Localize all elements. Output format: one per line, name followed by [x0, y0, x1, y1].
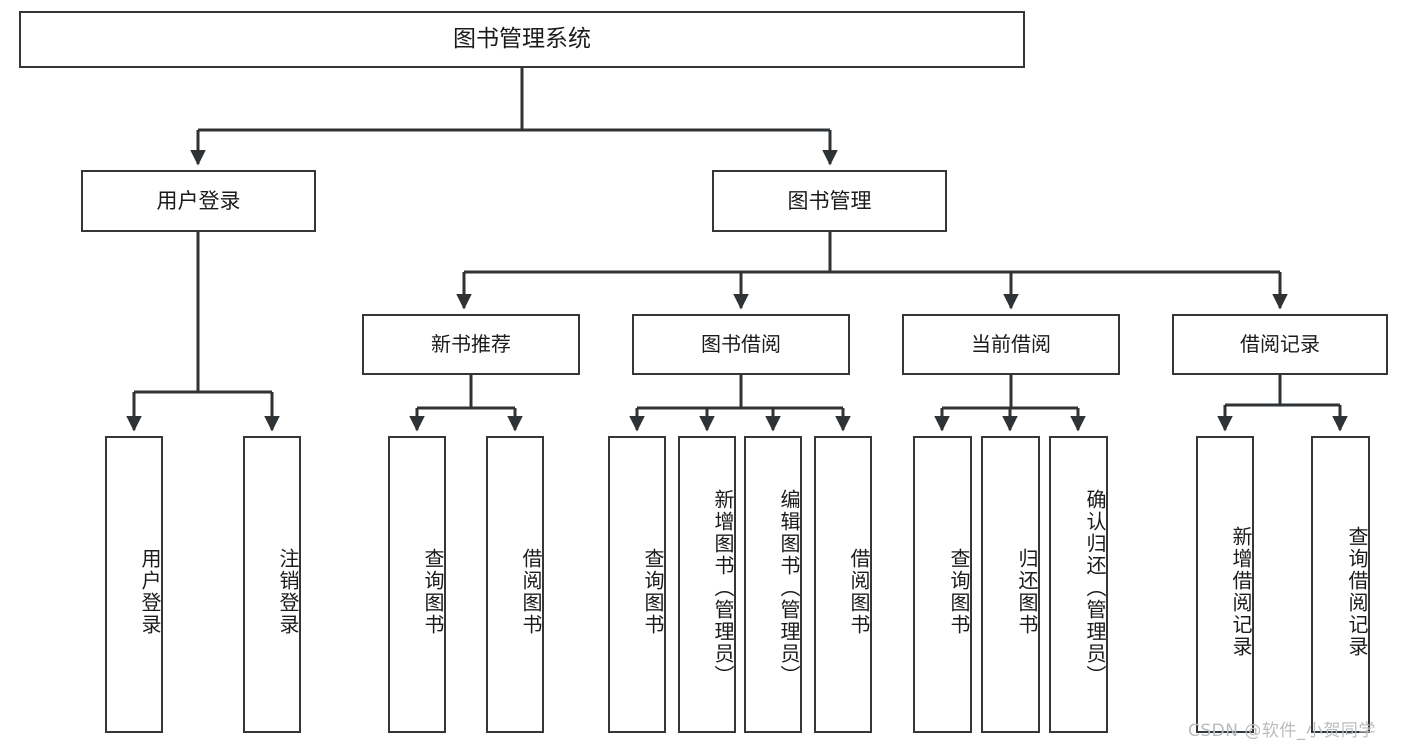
- leaf-nbr-query-book-label: 查询图书: [421, 547, 445, 636]
- leaf-bb-add-book[interactable]: 新增图书（管理员）: [678, 436, 736, 733]
- node-book-manage-label: 图书管理: [787, 188, 872, 213]
- leaf-cb-query-book[interactable]: 查询图书: [913, 436, 972, 733]
- leaf-cb-confirm-return-label: 确认归还（管理员）: [1083, 488, 1107, 687]
- node-root-label: 图书管理系统: [453, 25, 591, 52]
- leaf-bb-edit-book-label: 编辑图书（管理员）: [777, 488, 801, 687]
- node-current-borrow[interactable]: 当前借阅: [902, 314, 1120, 375]
- leaf-br-add-record-label: 新增借阅记录: [1229, 525, 1253, 658]
- node-borrow-record[interactable]: 借阅记录: [1172, 314, 1388, 375]
- node-root[interactable]: 图书管理系统: [19, 11, 1025, 68]
- node-borrow-record-label: 借阅记录: [1240, 331, 1320, 356]
- node-user-login-label: 用户登录: [156, 188, 241, 213]
- node-user-login[interactable]: 用户登录: [81, 170, 316, 232]
- leaf-bb-add-book-label: 新增图书（管理员）: [711, 488, 735, 687]
- leaf-bb-query-book[interactable]: 查询图书: [608, 436, 666, 733]
- node-book-borrow[interactable]: 图书借阅: [632, 314, 850, 375]
- leaf-logout-login[interactable]: 注销登录: [243, 436, 301, 733]
- leaf-cb-query-book-label: 查询图书: [947, 547, 971, 636]
- leaf-nbr-borrow-book-label: 借阅图书: [519, 547, 543, 636]
- node-current-borrow-label: 当前借阅: [971, 331, 1051, 356]
- leaf-bb-edit-book[interactable]: 编辑图书（管理员）: [744, 436, 802, 733]
- node-new-book-recommend[interactable]: 新书推荐: [362, 314, 580, 375]
- leaf-cb-return-book[interactable]: 归还图书: [981, 436, 1040, 733]
- leaf-nbr-query-book[interactable]: 查询图书: [388, 436, 446, 733]
- leaf-bb-query-book-label: 查询图书: [641, 547, 665, 636]
- leaf-br-add-record[interactable]: 新增借阅记录: [1196, 436, 1254, 733]
- leaf-user-login-label: 用户登录: [138, 547, 162, 636]
- node-book-borrow-label: 图书借阅: [701, 331, 781, 356]
- node-new-book-recommend-label: 新书推荐: [431, 331, 511, 356]
- leaf-user-login[interactable]: 用户登录: [105, 436, 163, 733]
- leaf-cb-confirm-return[interactable]: 确认归还（管理员）: [1049, 436, 1108, 733]
- watermark: CSDN @软件_小贺同学: [1188, 721, 1376, 741]
- leaf-nbr-borrow-book[interactable]: 借阅图书: [486, 436, 544, 733]
- leaf-br-query-record[interactable]: 查询借阅记录: [1311, 436, 1370, 733]
- leaf-logout-login-label: 注销登录: [276, 547, 300, 636]
- leaf-cb-return-book-label: 归还图书: [1015, 547, 1039, 636]
- leaf-br-query-record-label: 查询借阅记录: [1345, 525, 1369, 658]
- node-book-manage[interactable]: 图书管理: [712, 170, 947, 232]
- leaf-bb-borrow-book-label: 借阅图书: [847, 547, 871, 636]
- leaf-bb-borrow-book[interactable]: 借阅图书: [814, 436, 872, 733]
